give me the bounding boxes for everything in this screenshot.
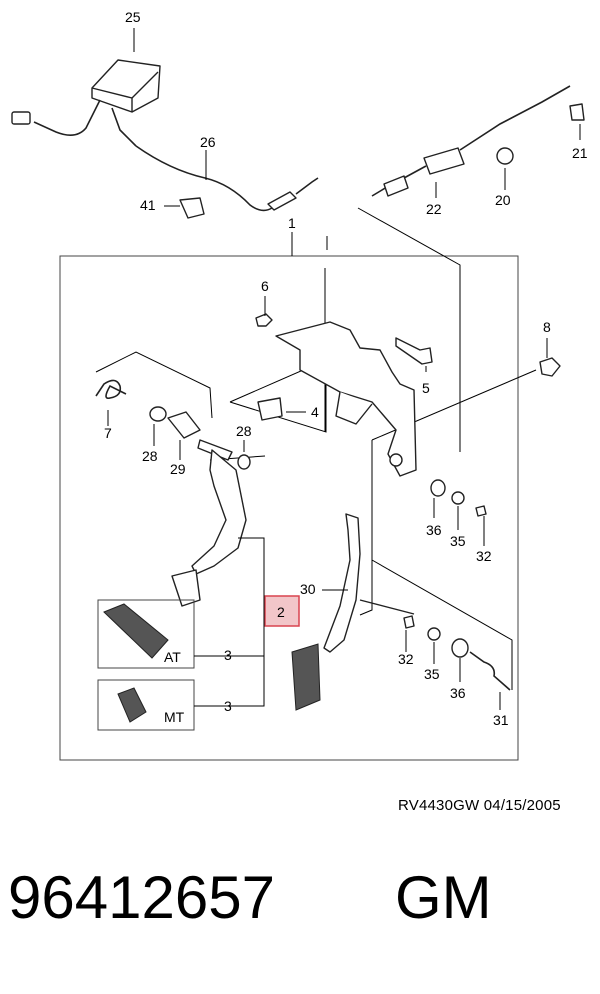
at-pad-label: AT <box>164 649 181 665</box>
callout-41: 41 <box>140 197 156 213</box>
callout-35a: 35 <box>450 533 466 549</box>
throttle-cable-part <box>135 145 319 212</box>
callout-22: 22 <box>426 201 442 217</box>
callout-32a: 32 <box>476 548 492 564</box>
callout-25: 25 <box>125 9 141 25</box>
callout-28a: 28 <box>142 448 158 464</box>
bolt-5-part <box>395 337 433 365</box>
bushing-part <box>496 147 514 165</box>
nut-6-part <box>255 313 273 327</box>
brake-pedal-part <box>171 449 247 607</box>
callout-1: 1 <box>288 215 296 231</box>
washer-36b-part <box>451 638 469 658</box>
mt-pad-label: MT <box>164 709 185 725</box>
callout-labels: 25 26 41 1 6 4 5 8 7 28 29 28 2 3 3 30 2… <box>104 9 588 728</box>
callout-20: 20 <box>495 192 511 208</box>
callout-31: 31 <box>493 712 509 728</box>
spring-31-part <box>469 651 511 691</box>
callout-35b: 35 <box>424 666 440 682</box>
callout-36b: 36 <box>450 685 466 701</box>
accelerator-pedal-part <box>291 513 415 711</box>
callout-6: 6 <box>261 278 269 294</box>
switch-part <box>257 397 283 421</box>
pivot-shaft-part <box>197 439 233 461</box>
part-number: 96412657 <box>8 864 275 931</box>
washer-36a-part <box>430 479 446 497</box>
assembly-frame <box>59 255 519 761</box>
highlight-box <box>264 595 300 627</box>
clip-part <box>179 197 205 219</box>
at-pad-inset: AT <box>97 599 195 669</box>
callout-36a: 36 <box>426 522 442 538</box>
nut-35b-part <box>427 627 441 641</box>
callout-32b: 32 <box>398 651 414 667</box>
mt-pad-inset: MT <box>97 679 195 731</box>
callout-28b: 28 <box>236 423 252 439</box>
callout-5: 5 <box>422 380 430 396</box>
mounting-bracket-part <box>275 321 417 477</box>
clip-32a-part <box>475 505 487 517</box>
callout-2: 2 <box>277 604 285 620</box>
callout-3b: 3 <box>224 698 232 714</box>
callout-7: 7 <box>104 425 112 441</box>
callout-30: 30 <box>300 581 316 597</box>
return-spring-part <box>95 379 127 400</box>
accelerator-module-part <box>11 59 161 147</box>
callout-8: 8 <box>543 319 551 335</box>
bushing-28a-part <box>149 406 167 422</box>
sleeve-part <box>167 411 201 439</box>
nut-8-part <box>539 357 561 377</box>
clip-32b-part <box>403 615 415 629</box>
callout-26: 26 <box>200 134 216 150</box>
brand-name: GM <box>395 864 492 931</box>
document-code: RV4430GW 04/15/2005 <box>398 797 561 814</box>
callout-4: 4 <box>311 404 319 420</box>
retainer-part <box>569 103 585 121</box>
callout-3a: 3 <box>224 647 232 663</box>
callout-29: 29 <box>170 461 186 477</box>
leader-lines <box>107 28 581 710</box>
bushing-28b-part <box>237 454 251 470</box>
cable-assembly-part <box>371 85 571 197</box>
callout-21: 21 <box>572 145 588 161</box>
exploded-guide-lines <box>95 207 537 690</box>
nut-35a-part <box>451 491 465 505</box>
